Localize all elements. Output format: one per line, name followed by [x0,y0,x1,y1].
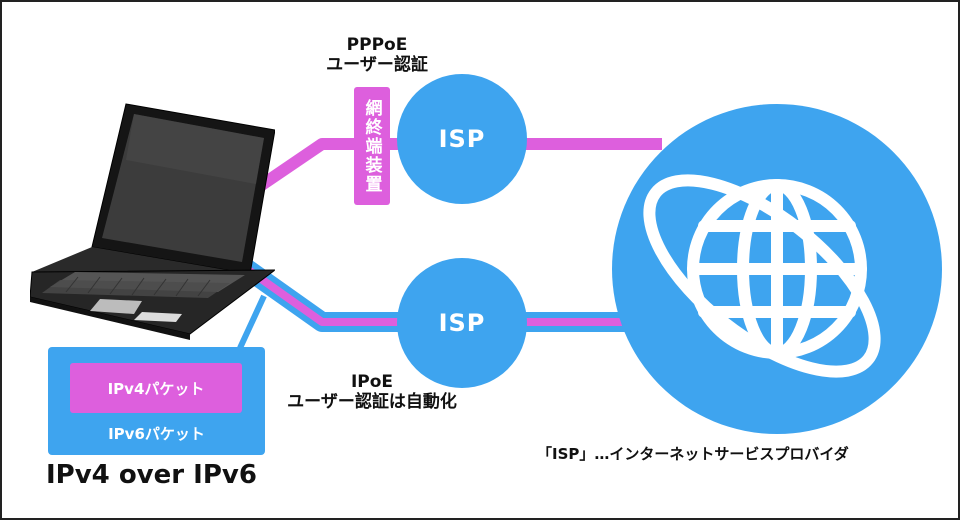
isp-circle-ipoe: ISP [397,258,527,388]
pppoe-label-block: PPPoE ユーザー認証 [302,35,452,75]
isp-label-pppoe: ISP [438,125,486,153]
laptop-icon [30,103,275,340]
pppoe-route-laptop-to-device [243,138,354,200]
ipoe-title: IPoE [350,372,394,392]
ipv4-packet-label: IPv4パケット [107,379,205,398]
ipv6-packet-box: IPv4パケット IPv6パケット [48,347,265,455]
ipoe-subtitle: ユーザー認証は自動化 [287,392,457,412]
ipoe-route-inner [237,260,402,326]
ipv6-packet-label: IPv6パケット [108,425,205,443]
packet-connector [237,294,267,350]
network-terminal-device: 網終端装置 [354,87,390,205]
device-label: 網終端装置 [361,98,382,194]
isp-label-ipoe: ISP [438,309,486,337]
isp-footnote: 「ISP」…インターネットサービスプロバイダ [537,445,849,463]
ipv4-packet-box: IPv4パケット [70,363,242,413]
diagram-caption: IPv4 over IPv6 [46,460,257,490]
isp-circle-pppoe: ISP [397,74,527,204]
globe-icon [612,104,942,434]
pppoe-title: PPPoE [346,35,408,55]
ipoe-label-block: IPoE ユーザー認証は自動化 [257,372,487,412]
pppoe-subtitle: ユーザー認証 [326,55,428,75]
